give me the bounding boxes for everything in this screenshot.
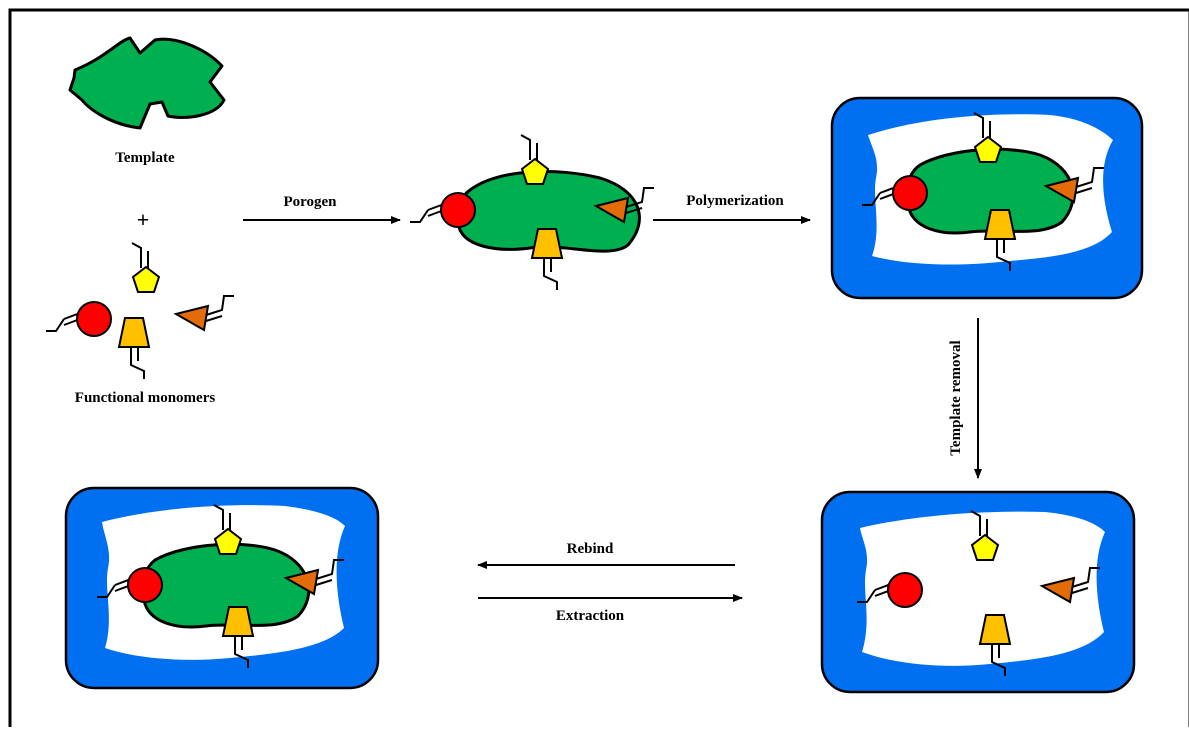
- template-label: Template: [115, 150, 175, 166]
- extraction-label: Extraction: [556, 608, 625, 624]
- porogen-label: Porogen: [283, 194, 337, 210]
- mip-empty-cavity: [820, 490, 1136, 694]
- pentagon-monomer: [520, 134, 549, 185]
- mip-rebound-template: [64, 486, 380, 690]
- mip-with-template-top: [830, 96, 1144, 300]
- circle-monomer: [409, 192, 476, 228]
- plus-sign: +: [137, 207, 150, 232]
- prepolymer-complex: [409, 134, 655, 291]
- triangle-monomer: [175, 295, 235, 331]
- template-molecule: [68, 36, 226, 130]
- trapezoid-monomer: [118, 317, 150, 380]
- template-removal-label: Template removal: [948, 340, 964, 455]
- rebind-label: Rebind: [567, 541, 614, 557]
- pentagon-monomer: [131, 242, 160, 293]
- polymerization-label: Polymerization: [686, 193, 784, 209]
- functional-monomers: [45, 242, 235, 380]
- trapezoid-monomer: [531, 228, 563, 291]
- functional-monomers-label: Functional monomers: [75, 390, 216, 406]
- circle-monomer: [45, 301, 112, 337]
